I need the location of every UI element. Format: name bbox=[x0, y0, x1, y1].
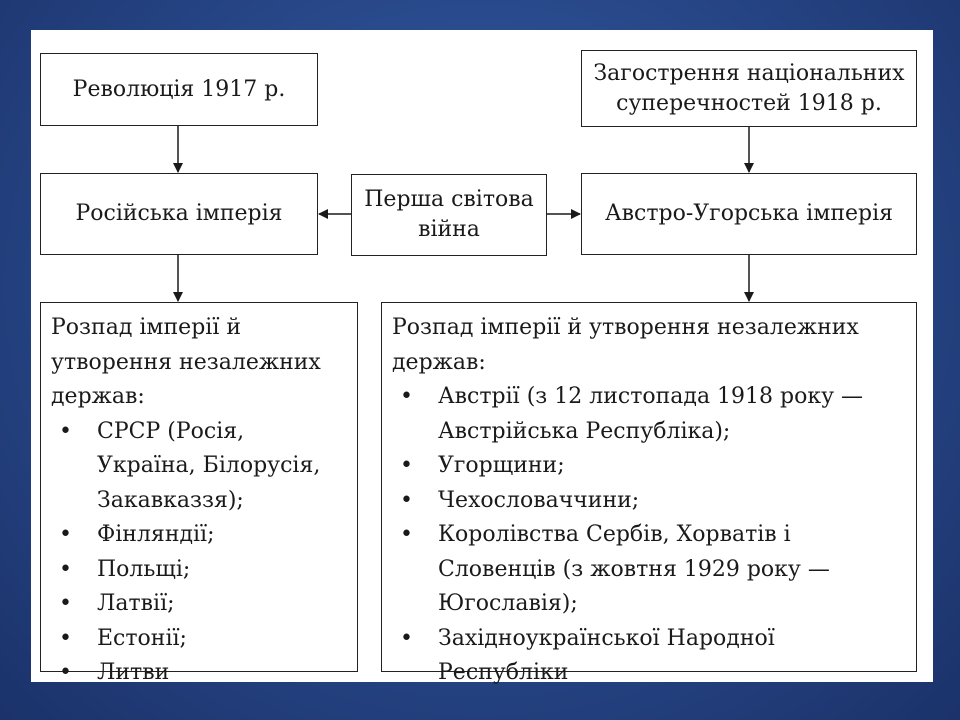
austro-hungarian-empire-box: Австро-Угорська імперія bbox=[581, 173, 917, 255]
list-item-text: Австрії (з 12 листопада 1918 року — Авст… bbox=[438, 384, 864, 444]
list-item: • Угорщини; bbox=[392, 449, 906, 484]
list-item: • СРСР (Росія, Україна, Білорусія, Закавк… bbox=[51, 415, 347, 519]
bullet-icon: • bbox=[59, 591, 72, 616]
russian-empire-box: Російська імперія bbox=[40, 173, 318, 255]
list-item: • Західноукраїнської Народної Республіки bbox=[392, 622, 906, 691]
bullet-icon: • bbox=[59, 660, 72, 685]
list-item: • Польщі; bbox=[51, 553, 347, 588]
list-item-text: СРСР (Росія, Україна, Білорусія, Закавка… bbox=[97, 418, 321, 513]
list-item: • Чехословаччини; bbox=[392, 484, 906, 519]
bullet-icon: • bbox=[59, 522, 72, 547]
list-item: • Фінляндії; bbox=[51, 518, 347, 553]
list-item: • Королівства Сербів, Хорватів і Словенці… bbox=[392, 518, 906, 622]
world-war-box: Перша світова війна bbox=[351, 174, 547, 256]
bullet-icon: • bbox=[400, 522, 413, 547]
list-item-text: Польщі; bbox=[97, 556, 191, 582]
revolution-label: Революція 1917 р. bbox=[72, 76, 286, 102]
left-list-box: Розпад імперії й утворення незалежних де… bbox=[40, 302, 358, 685]
left-list: • СРСР (Росія, Україна, Білорусія, Закавк… bbox=[51, 415, 347, 691]
list-item-text: Латвії; bbox=[97, 591, 175, 616]
world-war-label: Перша світова війна bbox=[364, 187, 534, 242]
list-item-text: Чехословаччини; bbox=[438, 487, 640, 513]
right-list: • Австрії (з 12 листопада 1918 року — Авс… bbox=[392, 380, 906, 691]
left-list-intro: Розпад імперії й утворення незалежних де… bbox=[51, 315, 321, 409]
list-item: • Латвії; bbox=[51, 587, 347, 622]
list-item-text: Угорщини; bbox=[438, 453, 565, 478]
right-list-box: Розпад імперії й утворення незалежних де… bbox=[381, 302, 917, 685]
bullet-icon: • bbox=[400, 384, 413, 409]
right-list-intro: Розпад імперії й утворення незалежних де… bbox=[392, 315, 859, 375]
list-item-text: Королівства Сербів, Хорватів і Словенців… bbox=[438, 522, 830, 616]
bullet-icon: • bbox=[400, 487, 413, 513]
aggravation-box: Загострення національних суперечностей 1… bbox=[581, 50, 917, 127]
bullet-icon: • bbox=[400, 453, 413, 478]
list-item: • Литви bbox=[51, 656, 347, 691]
list-item-text: Естонії; bbox=[97, 625, 187, 651]
bullet-icon: • bbox=[400, 625, 413, 651]
bullet-icon: • bbox=[59, 418, 72, 444]
list-item: • Естонії; bbox=[51, 622, 347, 657]
bullet-icon: • bbox=[59, 556, 72, 582]
bullet-icon: • bbox=[59, 625, 72, 651]
russian-empire-label: Російська імперія bbox=[75, 201, 283, 226]
list-item-text: Литви bbox=[97, 660, 170, 685]
aggravation-label: Загострення національних суперечностей 1… bbox=[593, 60, 905, 116]
list-item-text: Західноукраїнської Народної Республіки bbox=[438, 625, 775, 686]
austro-hungarian-empire-label: Австро-Угорська імперія bbox=[604, 201, 894, 226]
list-item-text: Фінляндії; bbox=[97, 522, 215, 547]
list-item: • Австрії (з 12 листопада 1918 року — Авс… bbox=[392, 380, 906, 449]
revolution-box: Революція 1917 р. bbox=[40, 53, 318, 126]
diagram-panel: Революція 1917 р. Загострення національн… bbox=[31, 30, 933, 685]
